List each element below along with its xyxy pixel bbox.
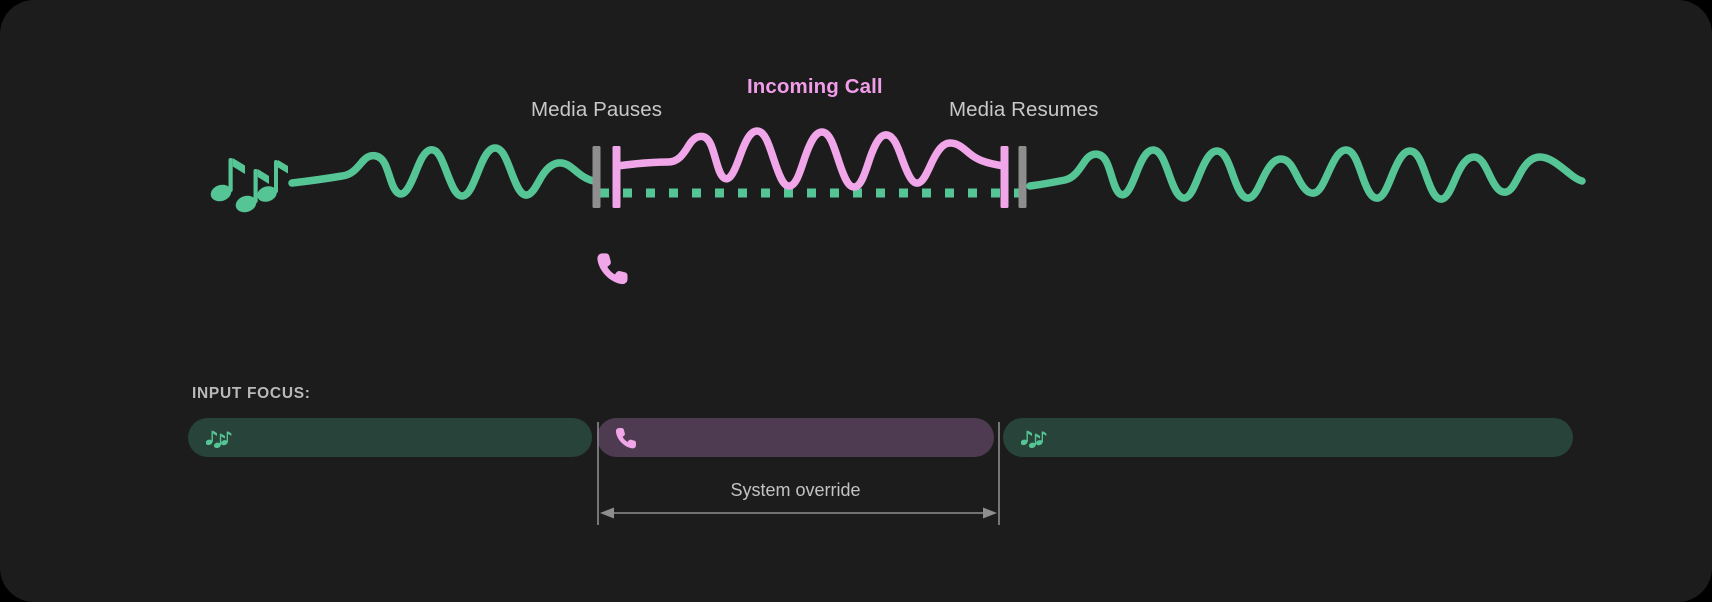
media-waveform-after bbox=[1026, 146, 1586, 203]
pause-marker-gray bbox=[592, 146, 601, 208]
label-media-resumes: Media Resumes bbox=[949, 98, 1099, 121]
resume-marker-gray bbox=[1018, 146, 1027, 208]
phone-handset-icon bbox=[597, 253, 628, 285]
media-waveform-before bbox=[288, 144, 598, 200]
input-focus-title: INPUT FOCUS: bbox=[192, 385, 311, 402]
label-media-pauses: Media Pauses bbox=[531, 98, 663, 121]
label-incoming-call: Incoming Call bbox=[747, 75, 883, 98]
override-arrow-head-left bbox=[600, 507, 614, 519]
override-arrow-head-right bbox=[983, 507, 997, 519]
focus-segment-call[interactable] bbox=[597, 418, 994, 457]
music-notes-icon bbox=[210, 158, 288, 213]
focus-segment-media-before[interactable] bbox=[188, 418, 592, 457]
call-waveform bbox=[613, 127, 1008, 191]
music-notes-icon bbox=[1021, 418, 1047, 457]
pause-marker-pink bbox=[612, 146, 621, 208]
music-notes-icon bbox=[206, 418, 232, 457]
phone-handset-icon bbox=[615, 418, 637, 457]
resume-marker-pink bbox=[1000, 146, 1009, 208]
focus-segment-media-after[interactable] bbox=[1003, 418, 1573, 457]
system-override-label: System override bbox=[730, 480, 861, 500]
